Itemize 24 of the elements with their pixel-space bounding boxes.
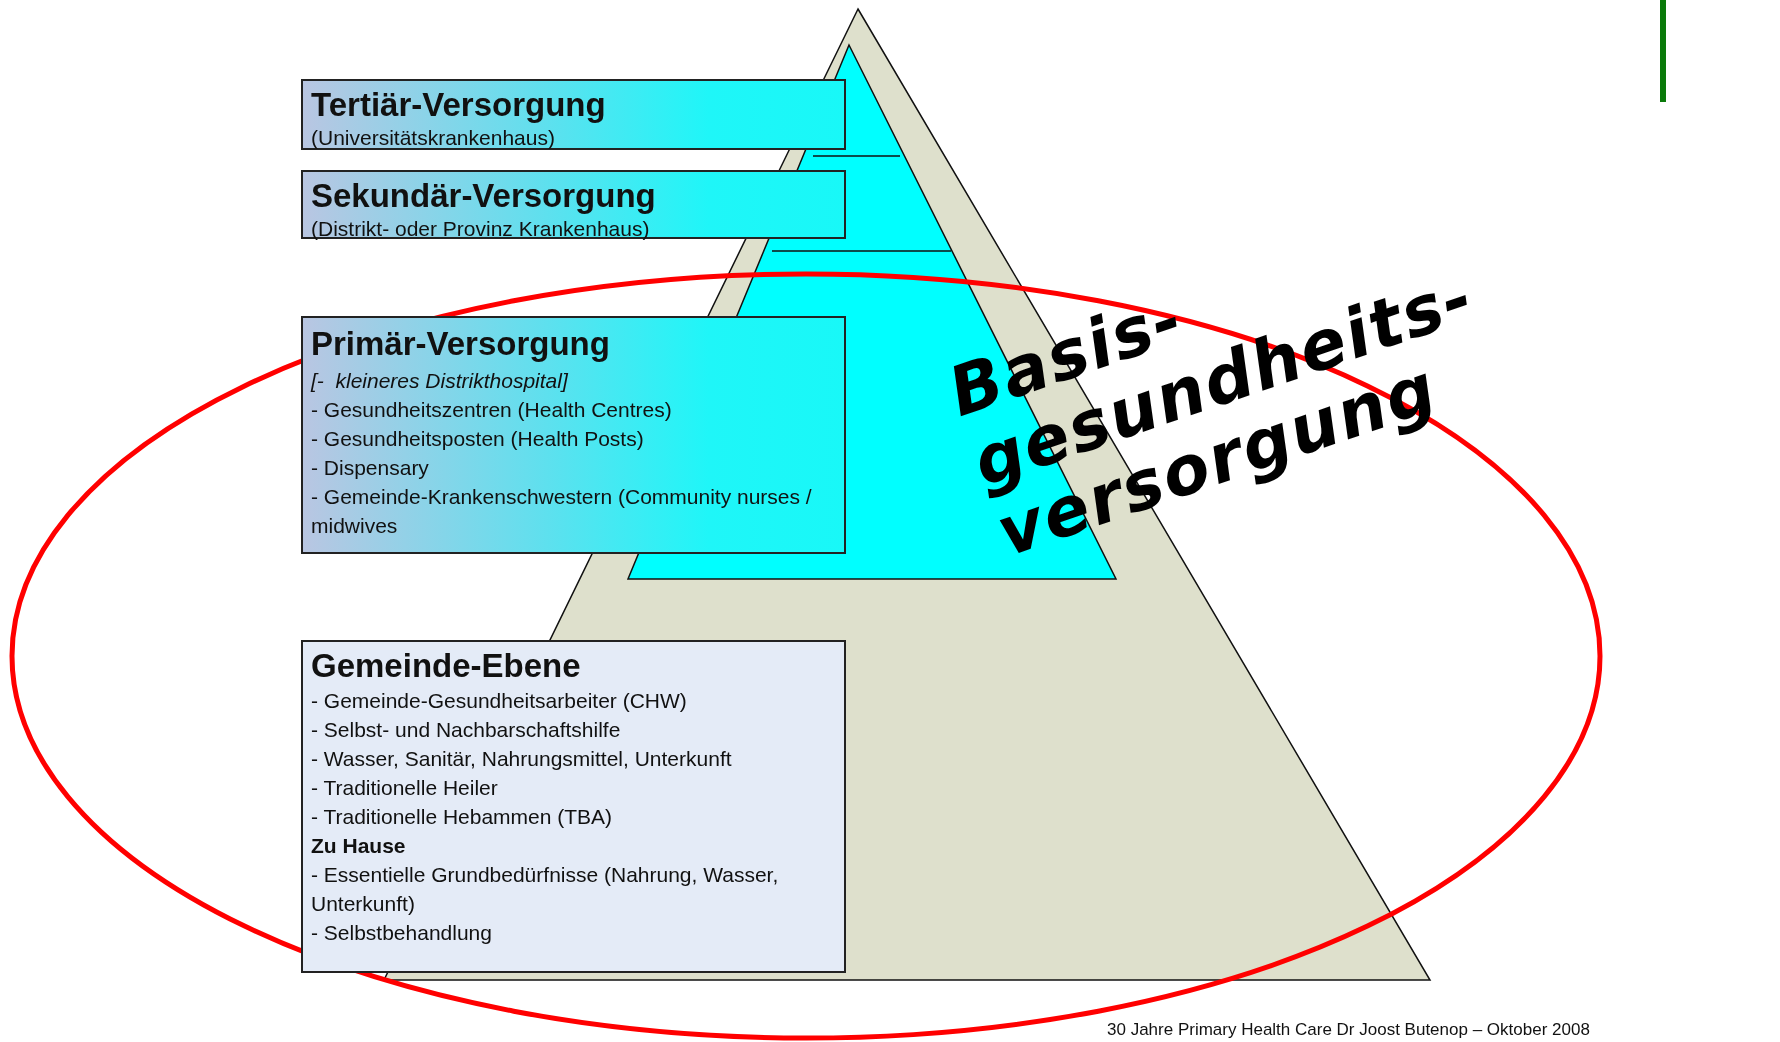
level-box bbox=[301, 170, 846, 239]
footer-text: 30 Jahre Primary Health Care Dr Joost Butenop – Oktober 2008 bbox=[1107, 1020, 1590, 1040]
level-heading: Tertiär-Versorgung bbox=[311, 85, 607, 125]
level-box bbox=[301, 640, 846, 973]
level-text: [- kleineres Distrikthospital] bbox=[311, 368, 569, 394]
level-text: - Gemeinde-Gesundheitsarbeiter (CHW) bbox=[311, 688, 688, 714]
level-text: (Universitätskrankenhaus) bbox=[311, 125, 556, 151]
level-heading: Gemeinde-Ebene bbox=[311, 646, 582, 686]
level-text: - Selbst- und Nachbarschaftshilfe bbox=[311, 717, 622, 743]
level-text: Zu Hause bbox=[311, 833, 407, 859]
level-heading: Sekundär-Versorgung bbox=[311, 176, 657, 216]
level-text: - Traditionelle Heiler bbox=[311, 775, 499, 801]
level-heading: Primär-Versorgung bbox=[311, 324, 611, 364]
level-text: - Dispensary bbox=[311, 455, 430, 481]
level-box bbox=[301, 79, 846, 150]
level-text: (Distrikt- oder Provinz Krankenhaus) bbox=[311, 216, 651, 242]
level-text: - Essentielle Grundbedürfnisse (Nahrung, Wasser, Unterkunft) bbox=[311, 862, 780, 917]
level-text: - Selbstbehandlung bbox=[311, 920, 493, 946]
level-text: - Gemeinde-Krankenschwestern (Community nurses / midwives bbox=[311, 484, 813, 539]
level-text: - Wasser, Sanitär, Nahrungsmittel, Unterkunft bbox=[311, 746, 733, 772]
level-text: - Gesundheitsposten (Health Posts) bbox=[311, 426, 645, 452]
level-text: - Traditionelle Hebammen (TBA) bbox=[311, 804, 614, 830]
level-text: - Gesundheitszentren (Health Centres) bbox=[311, 397, 673, 423]
level-box bbox=[301, 316, 846, 554]
